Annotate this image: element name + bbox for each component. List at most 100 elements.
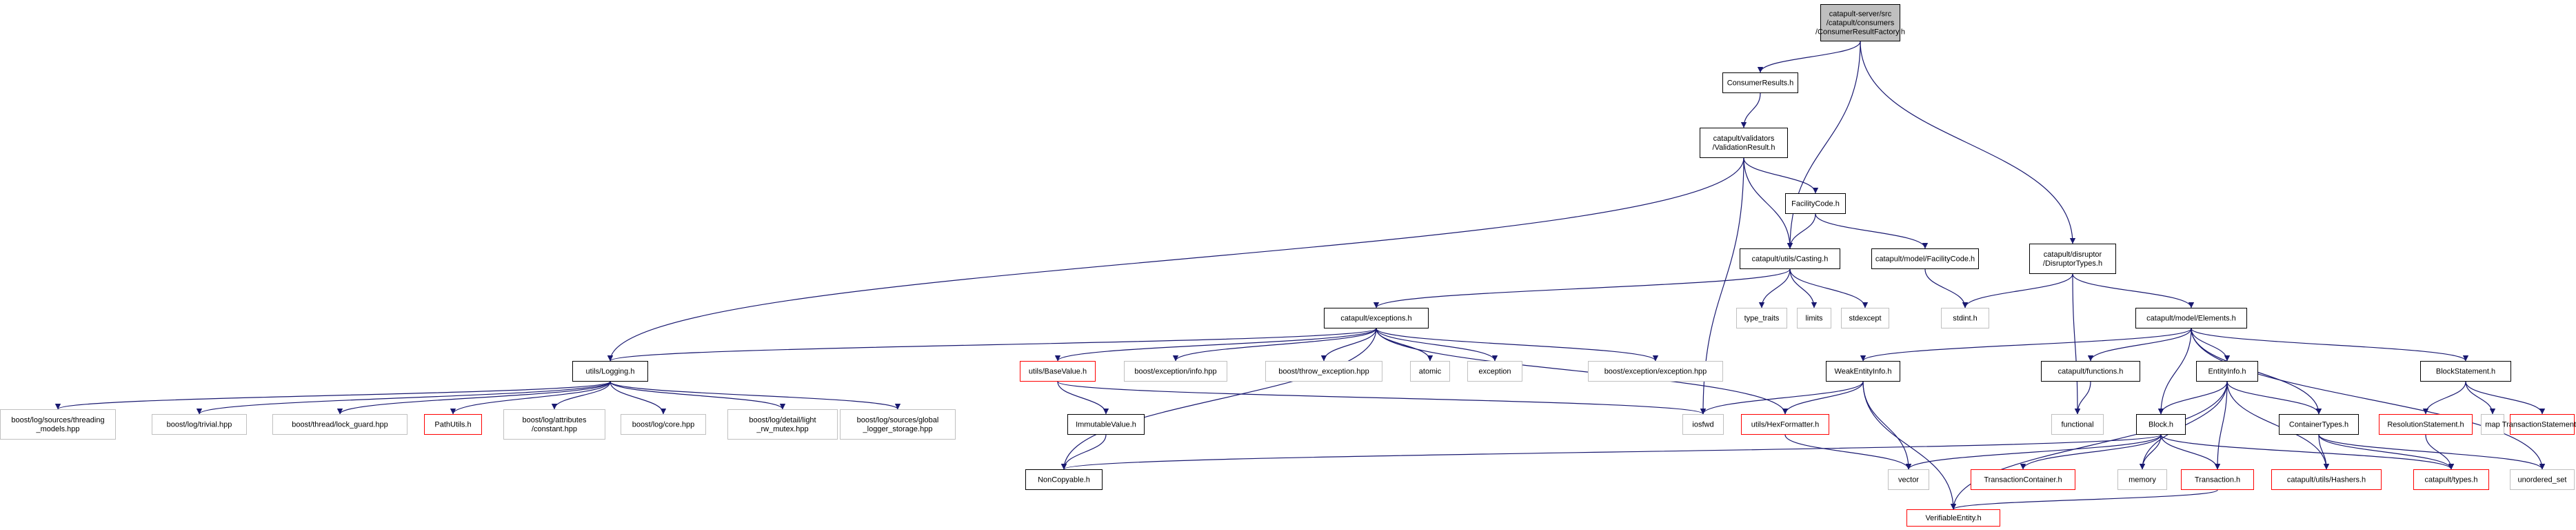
node-noncopyable[interactable]: NonCopyable.h <box>1026 470 1103 490</box>
node-pathutils[interactable]: PathUtils.h <box>425 415 482 435</box>
node-immutablevalue-label-line-0: ImmutableValue.h <box>1076 421 1136 429</box>
edge-validationresult-to-facilitycode <box>1744 158 1815 193</box>
edges-layer <box>58 41 2542 509</box>
node-resolutionstatement-label-line-0: ResolutionStatement.h <box>2387 421 2464 429</box>
node-light-rw: boost/log/detail/light_rw_mutex.hpp <box>728 410 838 440</box>
node-basevalue[interactable]: utils/BaseValue.h <box>1020 362 1096 382</box>
edge-transaction-to-verifiableentity <box>1953 490 2217 509</box>
node-disruptortypes-label-line-1: /DisruptorTypes.h <box>2043 259 2102 268</box>
node-global-logger: boost/log/sources/global_logger_storage.… <box>841 410 956 440</box>
node-transaction[interactable]: Transaction.h <box>2182 470 2254 490</box>
node-lock-guard-label-line-0: boost/thread/lock_guard.hpp <box>292 421 388 429</box>
node-casting[interactable]: catapult/utils/Casting.h <box>1740 249 1840 269</box>
node-global-logger-label-line-1: _logger_storage.hpp <box>863 425 933 433</box>
edge-exceptions-to-logging <box>610 328 1376 361</box>
node-functions[interactable]: catapult/functions.h <box>2042 362 2140 382</box>
node-entityinfo[interactable]: EntityInfo.h <box>2197 362 2258 382</box>
node-transactionstatement[interactable]: TransactionStatement.h <box>2502 415 2576 435</box>
node-consumerresults[interactable]: ConsumerResults.h <box>1723 73 1798 93</box>
node-log-trivial: boost/log/trivial.hpp <box>152 415 247 435</box>
nodes-layer: catapult-server/src/catapult/consumers/C… <box>1 5 2576 527</box>
edge-blockstatement-to-map <box>2466 382 2493 414</box>
edge-entityinfo-to-containertypes <box>2227 382 2319 414</box>
node-light-rw-label-line-0: boost/log/detail/light <box>749 416 816 424</box>
node-disruptortypes-label-line-0: catapult/disruptor <box>2044 251 2102 259</box>
node-sources-threading-box <box>1 410 116 440</box>
node-blockstatement[interactable]: BlockStatement.h <box>2421 362 2511 382</box>
edge-blockstatement-to-transactionstatement <box>2466 382 2542 414</box>
node-exc-exc: boost/exception/exception.hpp <box>1589 362 1723 382</box>
edge-logging-to-log-trivial <box>199 382 610 414</box>
node-hashers-label-line-0: catapult/utils/Hashers.h <box>2287 476 2366 484</box>
edge-elements-to-blockstatement <box>2191 328 2466 361</box>
node-hashers[interactable]: catapult/utils/Hashers.h <box>2272 470 2382 490</box>
node-facilitycode-label-line-0: FacilityCode.h <box>1791 200 1840 208</box>
node-validationresult-label-line-1: /ValidationResult.h <box>1713 144 1775 152</box>
node-block[interactable]: Block.h <box>2137 415 2186 435</box>
edge-disruptortypes-to-stdint <box>1965 274 2073 308</box>
edge-exceptions-to-atomic <box>1376 328 1430 361</box>
node-disruptortypes[interactable]: catapult/disruptor/DisruptorTypes.h <box>2030 244 2116 274</box>
node-exceptions[interactable]: catapult/exceptions.h <box>1325 308 1429 328</box>
edge-elements-to-entityinfo <box>2191 328 2227 361</box>
node-containertypes[interactable]: ContainerTypes.h <box>2280 415 2359 435</box>
node-stdint: stdint.h <box>1942 308 1989 328</box>
edge-exceptions-to-basevalue <box>1058 328 1376 361</box>
node-consumerresults-label-line-0: ConsumerResults.h <box>1727 79 1794 88</box>
node-throw-exc-label-line-0: boost/throw_exception.hpp <box>1278 368 1369 376</box>
edge-logging-to-lock-guard <box>340 382 610 414</box>
node-elements[interactable]: catapult/model/Elements.h <box>2136 308 2247 328</box>
edge-entityinfo-to-verifiableentity <box>1953 382 2227 509</box>
edge-weakentityinfo-to-verifiableentity <box>1863 382 1953 509</box>
edge-containertypes-to-unordered_set <box>2319 435 2542 469</box>
node-unordered_set: unordered_set <box>2510 470 2575 490</box>
edge-weakentityinfo-to-vector <box>1863 382 1909 469</box>
node-containertypes-label-line-0: ContainerTypes.h <box>2289 421 2348 429</box>
node-block-label-line-0: Block.h <box>2149 421 2173 429</box>
node-model-facilitycode[interactable]: catapult/model/FacilityCode.h <box>1872 249 1979 269</box>
node-hexformatter[interactable]: utils/HexFormatter.h <box>1742 415 1829 435</box>
node-resolutionstatement[interactable]: ResolutionStatement.h <box>2379 415 2473 435</box>
node-global-logger-label-line-0: boost/log/sources/global <box>857 416 939 424</box>
node-transactioncontainer[interactable]: TransactionContainer.h <box>1971 470 2075 490</box>
node-atomic-label-line-0: atomic <box>1419 368 1442 376</box>
node-iosfwd: iosfwd <box>1683 415 1724 435</box>
node-limits: limits <box>1798 308 1831 328</box>
node-map: map <box>2482 415 2504 435</box>
node-light-rw-label-line-1: _rw_mutex.hpp <box>756 425 808 433</box>
node-validationresult-box <box>1700 128 1788 158</box>
edge-exceptions-to-exc-exc <box>1376 328 1656 361</box>
edge-validationresult-to-logging <box>610 158 1744 361</box>
edge-casting-to-exceptions <box>1376 269 1790 308</box>
node-root[interactable]: catapult-server/src/catapult/consumers/C… <box>1815 5 1905 41</box>
node-validationresult[interactable]: catapult/validators/ValidationResult.h <box>1700 128 1788 158</box>
node-memory: memory <box>2118 470 2167 490</box>
edge-disruptortypes-to-functional <box>2073 274 2077 414</box>
edge-logging-to-global-logger <box>610 382 898 409</box>
edge-model-facilitycode-to-stdint <box>1925 269 1965 308</box>
node-transactioncontainer-label-line-0: TransactionContainer.h <box>1984 476 2062 484</box>
edge-elements-to-functions <box>2091 328 2191 361</box>
node-logging[interactable]: utils/Logging.h <box>573 362 648 382</box>
node-attr-constant-label-line-0: boost/log/attributes <box>523 416 587 424</box>
node-unordered_set-label-line-0: unordered_set <box>2518 476 2567 484</box>
node-weakentityinfo-label-line-0: WeakEntityInfo.h <box>1835 368 1892 376</box>
node-sources-threading-label-line-1: _models.hpp <box>36 425 80 433</box>
node-immutablevalue[interactable]: ImmutableValue.h <box>1068 415 1145 435</box>
node-entityinfo-label-line-0: EntityInfo.h <box>2208 368 2246 376</box>
node-log-core-label-line-0: boost/log/core.hpp <box>632 421 695 429</box>
node-iosfwd-label-line-0: iosfwd <box>1692 421 1713 429</box>
edge-elements-to-block <box>2161 328 2191 414</box>
node-transactionstatement-label-line-0: TransactionStatement.h <box>2502 421 2576 429</box>
edge-hexformatter-to-vector <box>1785 435 1909 469</box>
node-weakentityinfo[interactable]: WeakEntityInfo.h <box>1827 362 1900 382</box>
node-functional: functional <box>2052 415 2104 435</box>
node-root-label-line-1: /catapult/consumers <box>1827 19 1895 28</box>
edge-logging-to-attr-constant <box>554 382 610 409</box>
node-facilitycode[interactable]: FacilityCode.h <box>1786 194 1846 214</box>
node-log-core: boost/log/core.hpp <box>621 415 706 435</box>
node-verifiableentity[interactable]: VerifiableEntity.h <box>1907 510 2000 527</box>
node-type_traits-label-line-0: type_traits <box>1744 315 1780 323</box>
node-types[interactable]: catapult/types.h <box>2414 470 2489 490</box>
